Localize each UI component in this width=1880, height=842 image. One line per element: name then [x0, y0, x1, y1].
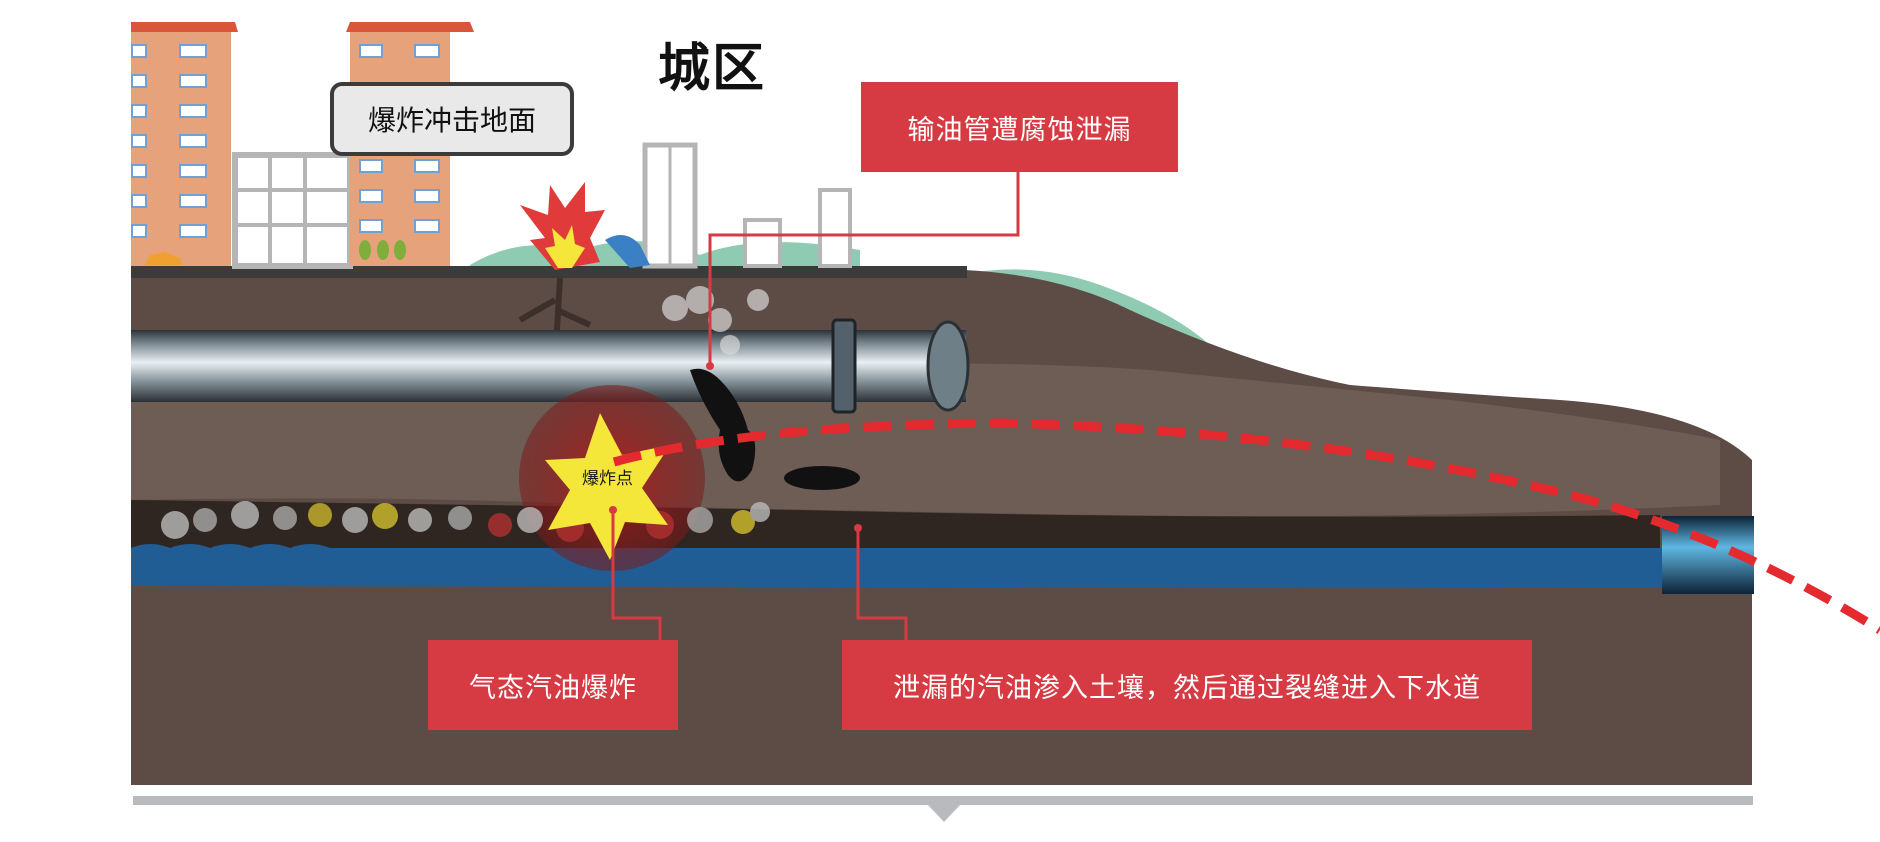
building-icon-left [131, 22, 238, 266]
label-pipe-leak: 输油管遭腐蚀泄漏 [861, 82, 1178, 172]
label-vapor-explosion: 气态汽油爆炸 [428, 640, 678, 730]
tree-icon [359, 240, 406, 260]
building-icon-grey-2 [642, 142, 852, 269]
sewer-water [131, 544, 1662, 588]
leader-seepage [856, 528, 908, 642]
smoke-cloud [662, 286, 769, 355]
leader-dot [854, 524, 862, 532]
down-arrow-icon [928, 805, 960, 822]
overturned-car-icon [605, 235, 650, 268]
oil-leak [690, 368, 756, 482]
leader-dot [706, 362, 714, 370]
oil-puddle [784, 466, 860, 490]
leader-dot [609, 506, 617, 514]
explosion-point-icon [545, 413, 670, 560]
explosion-point-label: 爆炸点 [582, 469, 633, 489]
leader-vapor-explosion [611, 510, 662, 642]
oil-pipe-icon [131, 330, 966, 402]
surface-fire-icon [545, 225, 585, 268]
vapor-bubbles [161, 501, 770, 542]
pipe-end [926, 320, 970, 412]
building-icon-grey-1 [232, 152, 353, 269]
car-icon [145, 252, 182, 265]
impact-callout: 爆炸冲击地面 [330, 82, 574, 156]
vapor-spread-path [612, 418, 1880, 634]
soil-dark-layer [131, 500, 1660, 548]
pipe-flange [831, 318, 857, 414]
ground-crack [518, 277, 592, 331]
scene-title: 城区 [658, 38, 767, 99]
label-seepage: 泄漏的汽油渗入土壤，然后通过裂缝进入下水道 [842, 640, 1532, 730]
leader-pipe-leak [708, 170, 1020, 366]
bottom-divider [133, 796, 1753, 805]
